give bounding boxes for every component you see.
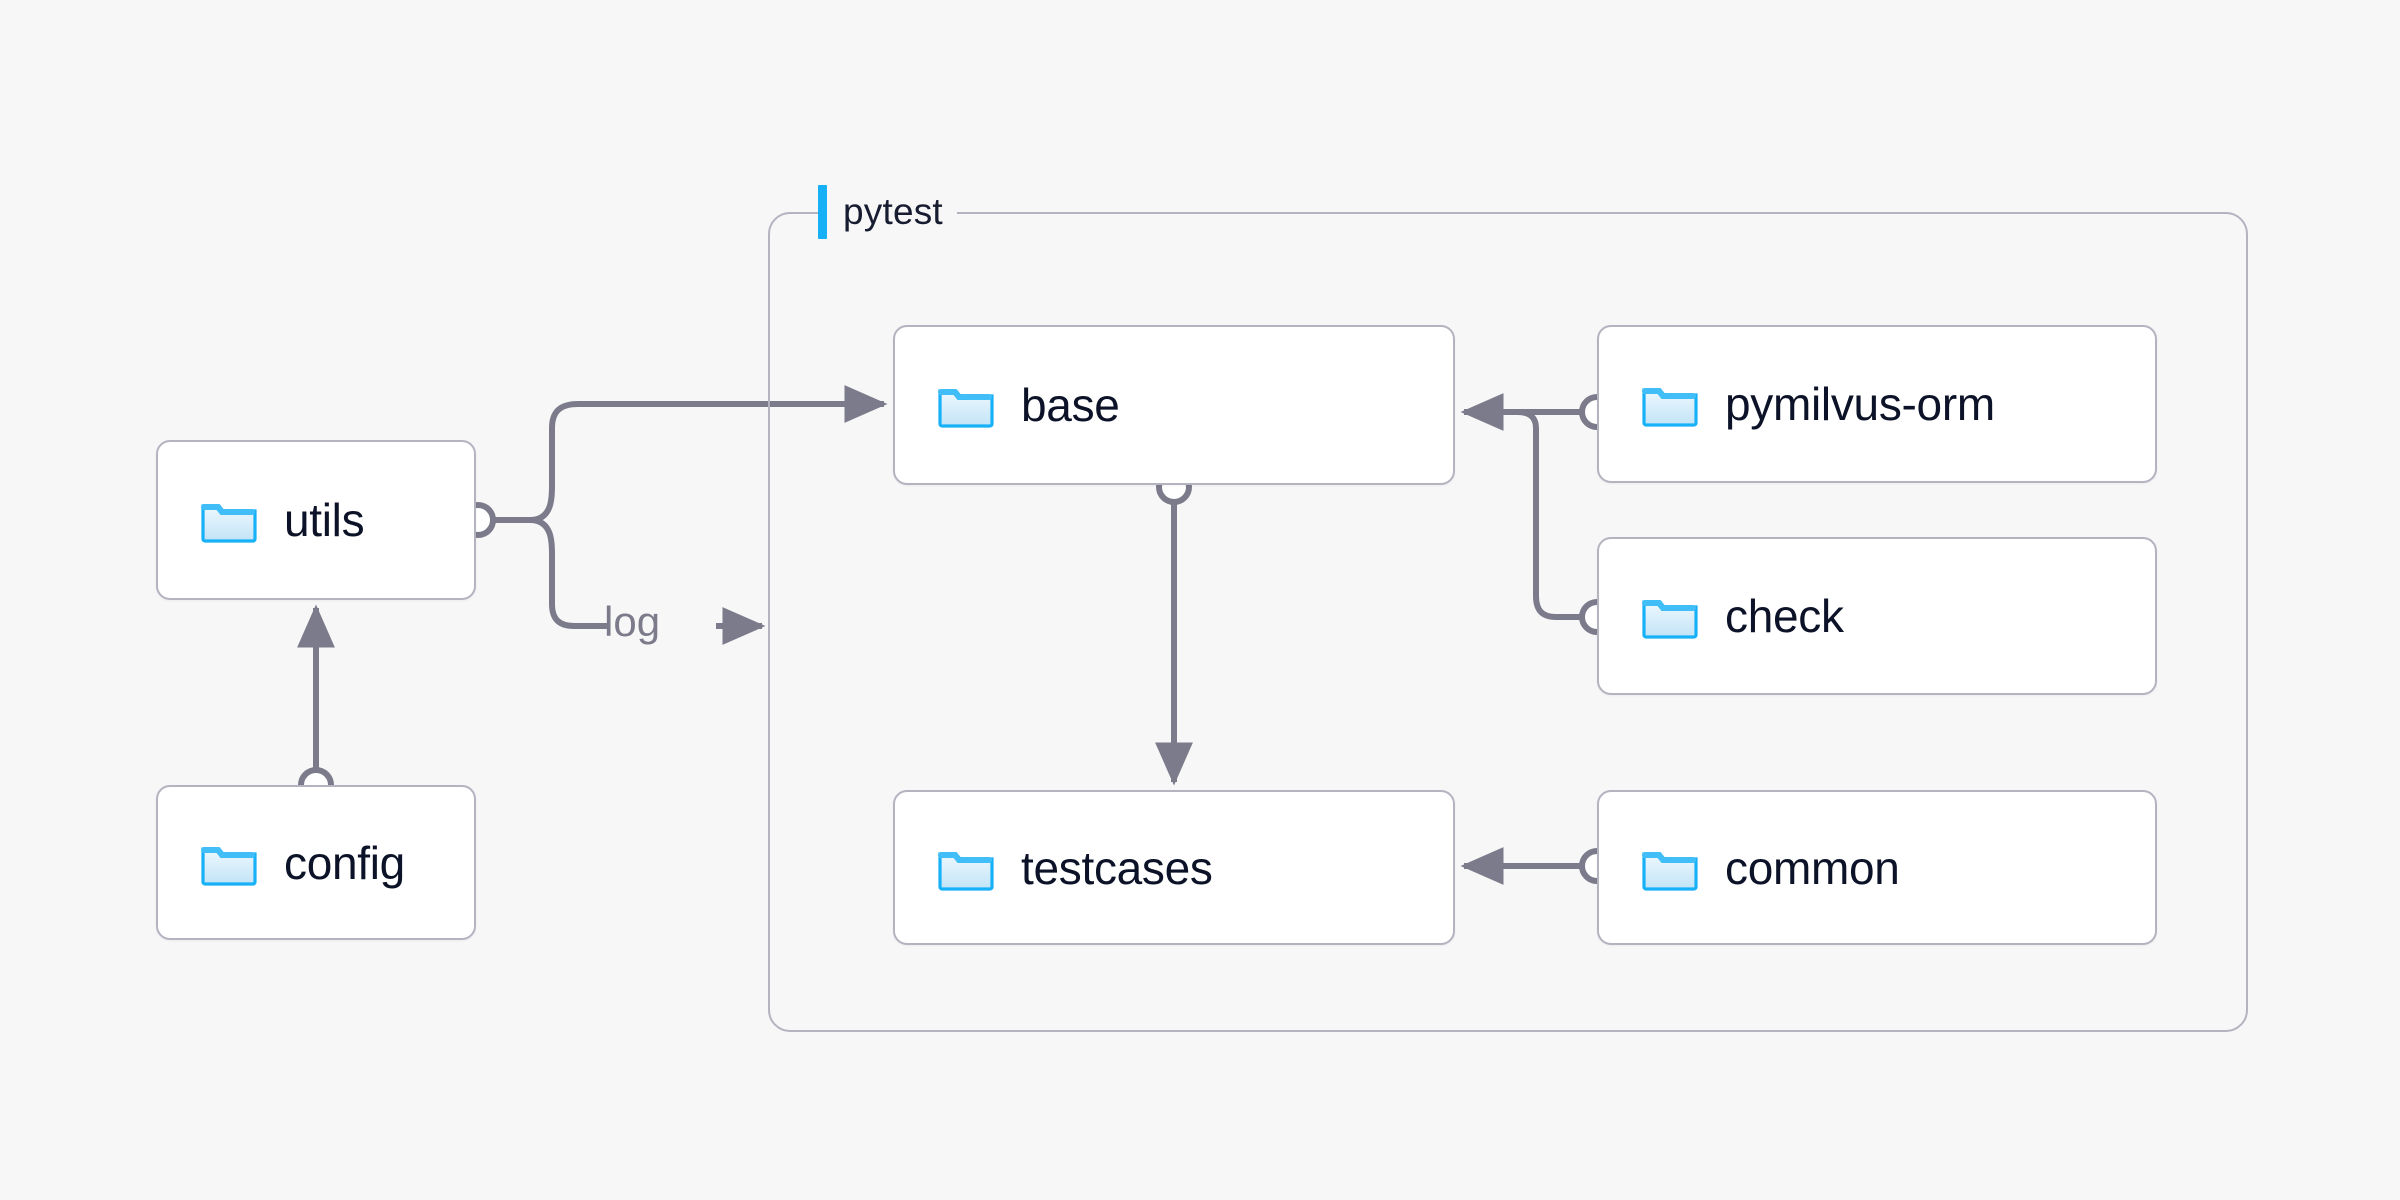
node-pymilvus-orm-content: pymilvus-orm	[1599, 377, 1995, 431]
folder-icon	[1642, 851, 1698, 891]
node-common-label: common	[1725, 841, 1900, 894]
node-check-content: check	[1599, 589, 1844, 643]
node-base[interactable]: base	[893, 325, 1455, 485]
node-testcases[interactable]: testcases	[893, 790, 1455, 945]
node-common[interactable]: common	[1597, 790, 2157, 945]
edge-utils-to-log	[529, 517, 608, 629]
folder-icon	[1642, 600, 1698, 639]
node-check[interactable]: check	[1597, 537, 2157, 695]
node-utils-content: utils	[158, 493, 365, 547]
folder-icon	[1642, 388, 1698, 427]
node-testcases-content: testcases	[895, 841, 1213, 895]
node-pymilvus-orm-label: pymilvus-orm	[1725, 378, 1995, 430]
node-config-content: config	[158, 836, 405, 890]
group-accent-bar	[818, 185, 827, 239]
group-pytest-title: pytest	[843, 191, 943, 232]
folder-icon	[201, 504, 257, 543]
folder-icon	[201, 846, 257, 886]
node-config[interactable]: config	[156, 785, 476, 940]
node-base-label: base	[1021, 379, 1120, 431]
folder-icon	[938, 851, 994, 891]
edge-label-log[interactable]: log	[604, 598, 660, 646]
edge-utils-to-base	[529, 384, 888, 523]
group-pytest-label-wrap: pytest	[818, 185, 957, 239]
node-testcases-label: testcases	[1021, 841, 1213, 894]
node-utils-label: utils	[284, 494, 365, 546]
node-config-label: config	[284, 836, 405, 889]
edge-check-to-base	[1517, 409, 1588, 620]
edge-label-log-text: log	[604, 598, 661, 645]
node-pymilvus-orm[interactable]: pymilvus-orm	[1597, 325, 2157, 483]
node-common-content: common	[1599, 841, 1900, 895]
node-base-content: base	[895, 378, 1120, 432]
node-check-label: check	[1725, 590, 1844, 642]
group-pytest[interactable]	[768, 212, 2248, 1032]
node-utils[interactable]: utils	[156, 440, 476, 600]
folder-icon	[938, 389, 994, 428]
